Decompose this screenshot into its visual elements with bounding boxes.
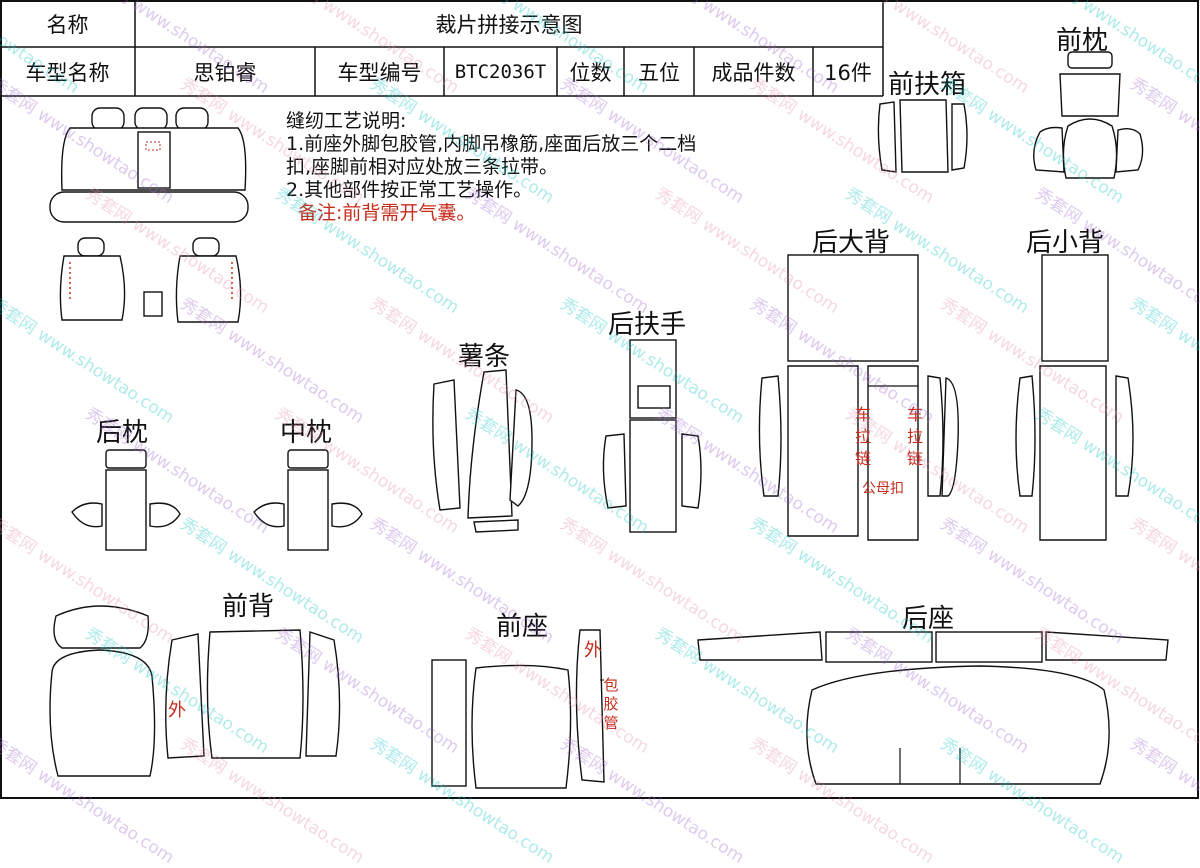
front-armrest-box-pieces — [877, 99, 968, 173]
model-name-value: 思铂睿 — [193, 60, 257, 85]
front-back-pieces — [49, 605, 341, 777]
header-table-lines — [0, 0, 1199, 799]
rear-armrest-pieces — [602, 339, 702, 533]
model-name-label: 车型名称 — [25, 60, 110, 85]
sheet-title: 裁片拼接示意图 — [435, 12, 583, 37]
rear-pillow-pieces — [71, 449, 181, 551]
notes-remark: 备注:前背需开气囊。 — [298, 202, 476, 224]
rear-small-back-pieces — [1015, 254, 1134, 541]
name-label: 名称 — [46, 12, 89, 37]
label-rear-big-back: 后大背 — [812, 228, 891, 258]
seats-value: 五位 — [638, 60, 680, 85]
annotation-outer-front-seat: 外 — [584, 640, 602, 661]
label-middle-pillow: 中枕 — [280, 418, 333, 448]
annotation-zip-bottom: 公母扣 — [862, 481, 904, 497]
sewing-notes: 缝纫工艺说明: 1.前座外脚包胶管,内脚吊橡筋,座面后放三个二档 扣,座脚前相对… — [286, 110, 696, 225]
rear-big-back-pieces — [758, 254, 959, 541]
seat-overview-drawing — [49, 107, 249, 323]
label-strip: 薯条 — [458, 342, 511, 372]
notes-line-3: 2.其他部件按正常工艺操作。 — [286, 179, 533, 201]
label-front-back: 前背 — [222, 592, 275, 622]
label-front-seat: 前座 — [496, 612, 549, 642]
notes-line-2: 扣,座脚前相对应处放三条拉带。 — [286, 156, 559, 178]
strip-pieces — [432, 369, 533, 533]
model-code-label: 车型编号 — [337, 60, 422, 85]
label-front-pillow: 前枕 — [1056, 26, 1109, 56]
front-seat-pieces — [431, 629, 605, 789]
label-rear-pillow: 后枕 — [96, 418, 149, 448]
annotation-zip-right: 车拉链 — [906, 405, 923, 468]
rear-seat-pieces — [697, 631, 1169, 785]
notes-line-1: 1.前座外脚包胶管,内脚吊橡筋,座面后放三个二档 — [286, 133, 697, 155]
annotation-zip-left: 车拉链 — [854, 405, 871, 468]
label-front-armrest-box: 前扶箱 — [888, 70, 967, 100]
pattern-line-art — [0, 0, 1199, 799]
annotation-outer-front-back: 外 — [168, 700, 186, 721]
seats-label: 位数 — [569, 60, 612, 85]
middle-pillow-pieces — [253, 449, 363, 551]
label-rear-seat: 后座 — [902, 604, 955, 634]
label-rear-small-back: 后小背 — [1026, 228, 1105, 258]
front-pillow-pieces — [1033, 51, 1144, 179]
notes-heading: 缝纫工艺说明: — [286, 110, 407, 132]
annotation-piping: 包胶管 — [603, 676, 619, 732]
pieces-value: 16件 — [824, 60, 872, 85]
model-code-value: BTC2036T — [454, 60, 547, 83]
pieces-label: 成品件数 — [711, 60, 796, 85]
label-rear-armrest: 后扶手 — [608, 310, 687, 340]
